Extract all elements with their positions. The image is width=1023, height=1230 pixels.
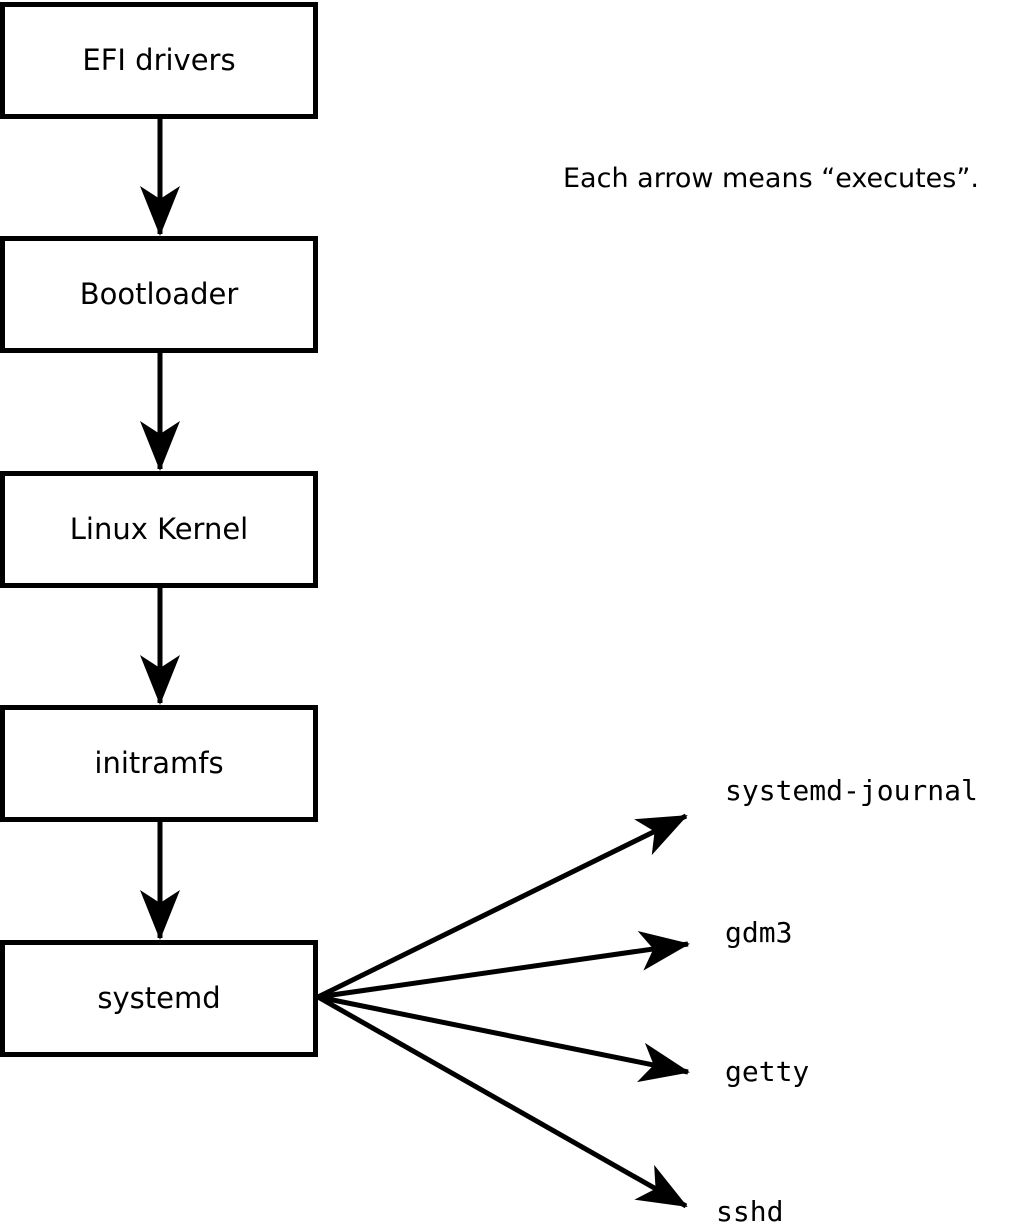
service-label-getty[interactable]: getty	[725, 1055, 810, 1088]
fanout-arrow-getty	[317, 994, 690, 1083]
fanout-arrow-systemd-journal	[316, 813, 688, 1000]
stage-label-efi-drivers: EFI drivers	[82, 43, 236, 77]
stage-box-initramfs[interactable]: initramfs	[0, 705, 318, 822]
stage-box-bootloader[interactable]: Bootloader	[0, 236, 318, 353]
stage-box-systemd[interactable]: systemd	[0, 940, 318, 1057]
fanout-arrow-gdm3	[317, 931, 690, 1000]
fanout-arrow-sshd	[316, 994, 688, 1209]
service-label-sshd[interactable]: sshd	[716, 1195, 784, 1228]
stage-label-linux-kernel: Linux Kernel	[69, 512, 249, 546]
stage-box-efi-drivers[interactable]: EFI drivers	[0, 2, 318, 119]
stage-label-initramfs: initramfs	[94, 746, 224, 780]
service-label-systemd-journal[interactable]: systemd-journal	[725, 774, 978, 807]
stage-label-systemd: systemd	[97, 981, 221, 1015]
stage-box-linux-kernel[interactable]: Linux Kernel	[0, 471, 318, 588]
service-label-gdm3[interactable]: gdm3	[725, 916, 793, 949]
stage-label-bootloader: Bootloader	[79, 277, 239, 311]
legend-note: Each arrow means “executes”.	[563, 163, 979, 194]
